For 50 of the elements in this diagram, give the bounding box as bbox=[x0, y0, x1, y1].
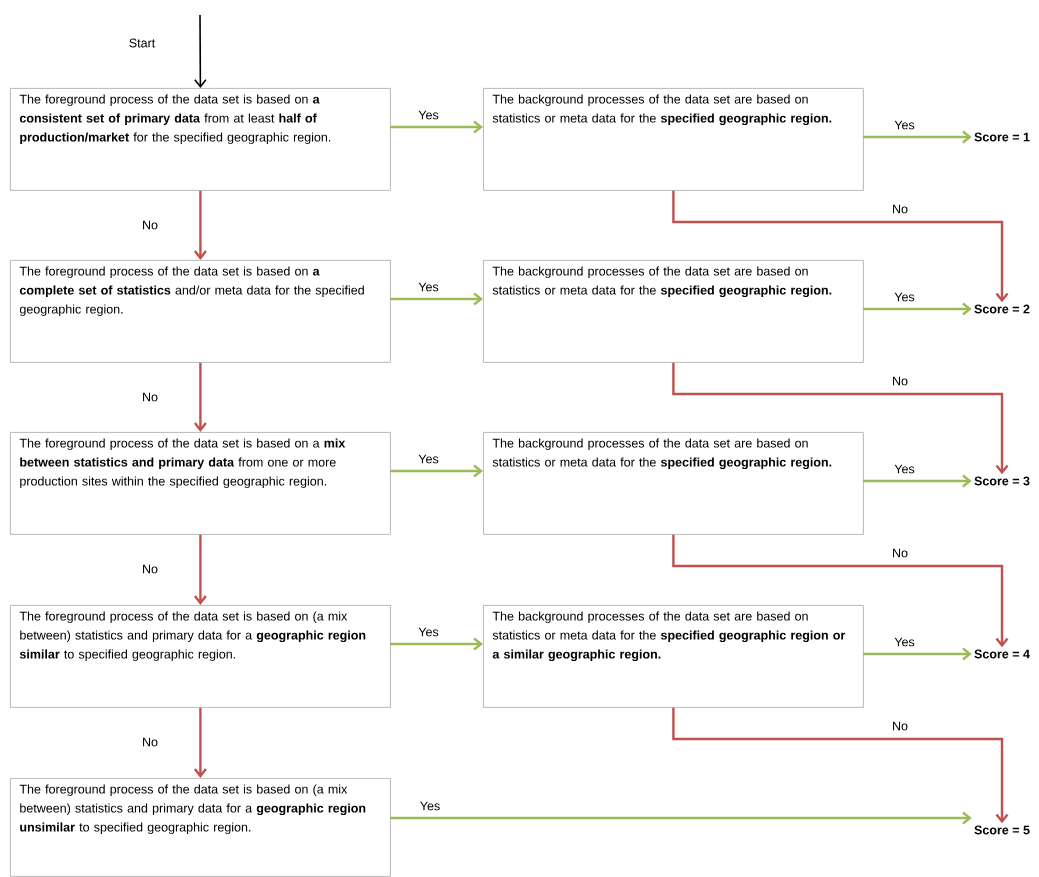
arrow bbox=[390, 464, 483, 478]
edge-label: Yes bbox=[893, 463, 916, 475]
arrow bbox=[863, 302, 972, 316]
score-text: Score = 5 bbox=[974, 825, 1030, 835]
edge-label: Yes bbox=[418, 800, 442, 812]
score-text: Score = 3 bbox=[974, 476, 1030, 486]
edge-label: No bbox=[891, 375, 909, 387]
arrow bbox=[672, 190, 1009, 303]
process-box: The foreground process of the data set is based on a complete set of statistics and/or meta data for the specified geographic region. bbox=[10, 260, 391, 363]
arrow bbox=[194, 14, 207, 88]
score-text: Score = 4 bbox=[974, 649, 1030, 659]
edge-label: No bbox=[891, 720, 909, 732]
process-box: The foreground process of the data set is based on (a mix between) statistics and primary data for a geographic region unsimilar to specified geographic region. bbox=[10, 778, 391, 877]
edge-label: Start bbox=[127, 37, 157, 49]
edge-label: Yes bbox=[893, 291, 916, 303]
arrow bbox=[390, 811, 972, 825]
arrow bbox=[863, 474, 972, 488]
edge-label: Yes bbox=[893, 636, 916, 648]
arrow bbox=[863, 130, 972, 144]
edge-label: No bbox=[141, 219, 159, 231]
arrow bbox=[863, 647, 972, 661]
arrow bbox=[672, 362, 1009, 475]
arrow bbox=[390, 637, 483, 651]
process-box: The background processes of the data set are based on statistics or meta data for the specified geographic region. bbox=[483, 260, 864, 363]
edge-label: No bbox=[141, 563, 159, 575]
process-box: The foreground process of the data set is based on a mix between statistics and primary data from one or more production sites within the specified geographic region. bbox=[10, 432, 391, 535]
arrow bbox=[193, 707, 207, 778]
score-text: Score = 1 bbox=[974, 132, 1030, 142]
edge-label: Yes bbox=[417, 626, 440, 638]
arrow bbox=[390, 292, 483, 306]
edge-label: No bbox=[141, 736, 159, 748]
edge-label: No bbox=[141, 391, 159, 403]
edge-label: Yes bbox=[417, 453, 440, 465]
process-box: The background processes of the data set are based on statistics or meta data for the specified geographic region or a similar geographic region. bbox=[483, 605, 864, 708]
arrow bbox=[193, 190, 207, 260]
edge-label: Yes bbox=[893, 119, 916, 131]
process-box: The foreground process of the data set is based on (a mix between) statistics and primary data for a geographic region similar to specified geographic region. bbox=[10, 605, 391, 708]
arrow bbox=[672, 534, 1009, 648]
edge-label: Yes bbox=[417, 109, 440, 121]
arrow bbox=[390, 120, 483, 134]
edge-label: No bbox=[891, 547, 909, 559]
score-text: Score = 2 bbox=[974, 304, 1030, 314]
arrow bbox=[193, 534, 207, 605]
process-box: The background processes of the data set are based on statistics or meta data for the specified geographic region. bbox=[483, 432, 864, 535]
arrow bbox=[193, 362, 207, 432]
edge-label: Yes bbox=[417, 281, 440, 293]
arrow bbox=[672, 707, 1009, 824]
process-box: The background processes of the data set are based on statistics or meta data for the specified geographic region. bbox=[483, 88, 864, 191]
edge-label: No bbox=[891, 203, 909, 215]
process-box: The foreground process of the data set is based on a consistent set of primary data from at least half of production/market for the specified geographic region. bbox=[10, 88, 391, 191]
